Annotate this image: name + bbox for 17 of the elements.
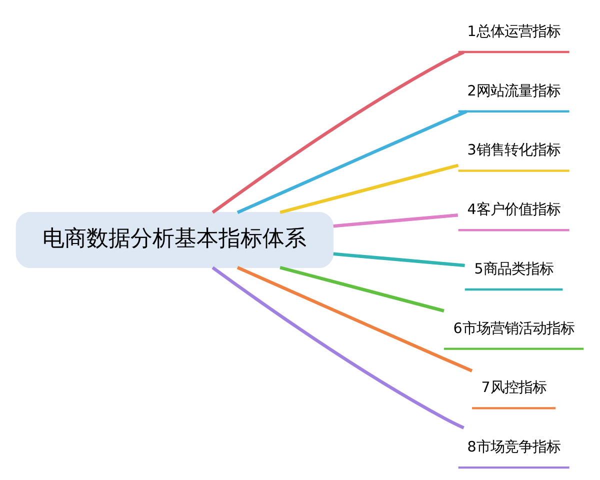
node-text: 6市场营销活动指标: [453, 320, 574, 337]
node-text: 1总体运营指标: [467, 24, 560, 40]
node-text: 5商品类指标: [474, 261, 554, 278]
node-text: 2网站流量指标: [467, 83, 560, 100]
connector: [333, 214, 458, 228]
connector: [236, 110, 468, 214]
node-text: 8市场竞争指标: [467, 439, 560, 456]
node-box: 电商数据分析基本指标体系: [16, 212, 334, 268]
node-text: 4客户价值指标: [467, 202, 560, 218]
connector: [333, 252, 465, 268]
connector: [280, 266, 444, 312]
connector: [236, 266, 473, 372]
node-text: 7风控指标: [481, 380, 546, 396]
node-text: 3销售转化指标: [467, 142, 560, 159]
connector: [212, 50, 464, 214]
connector: [280, 164, 459, 214]
connector: [212, 266, 464, 430]
